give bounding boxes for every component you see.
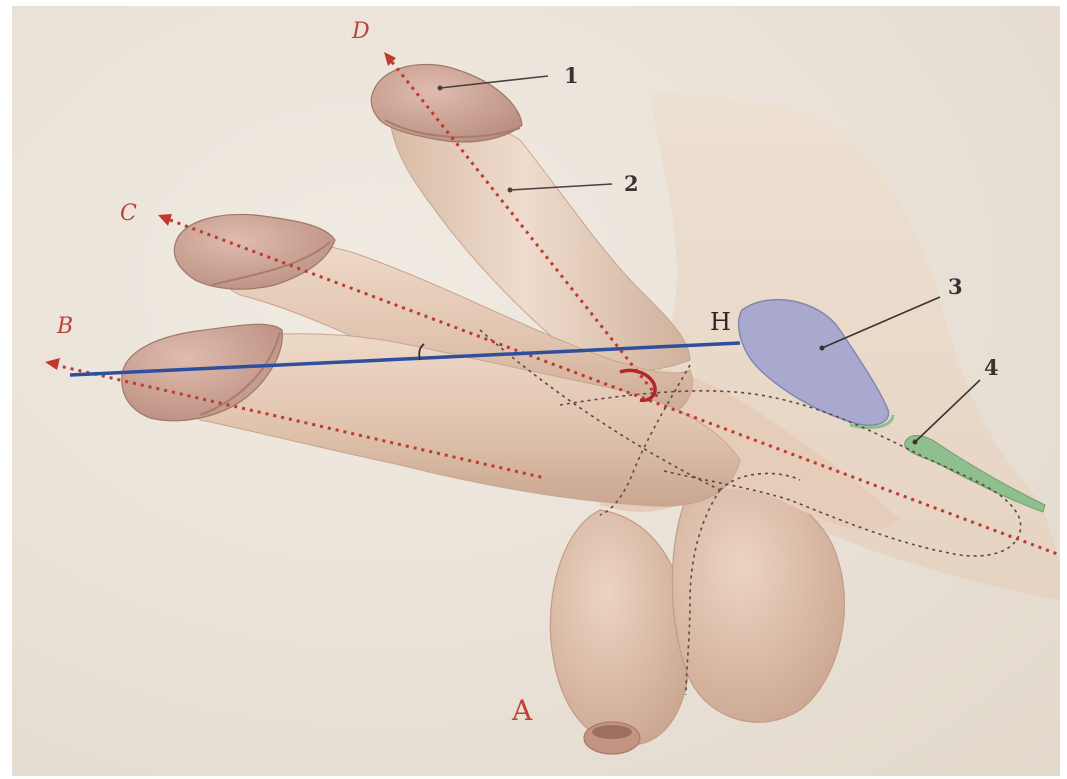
label-h: H: [710, 308, 731, 336]
callout-label-4: 4: [984, 355, 999, 380]
callout-label-3: 3: [948, 274, 963, 299]
axis-label-b: B: [56, 314, 73, 339]
callout-label-2: 2: [624, 171, 639, 196]
axis-label-c: C: [120, 201, 137, 226]
callout-label-1: 1: [564, 63, 579, 88]
axis-label-d: D: [351, 19, 370, 44]
label-a: A: [511, 694, 533, 727]
